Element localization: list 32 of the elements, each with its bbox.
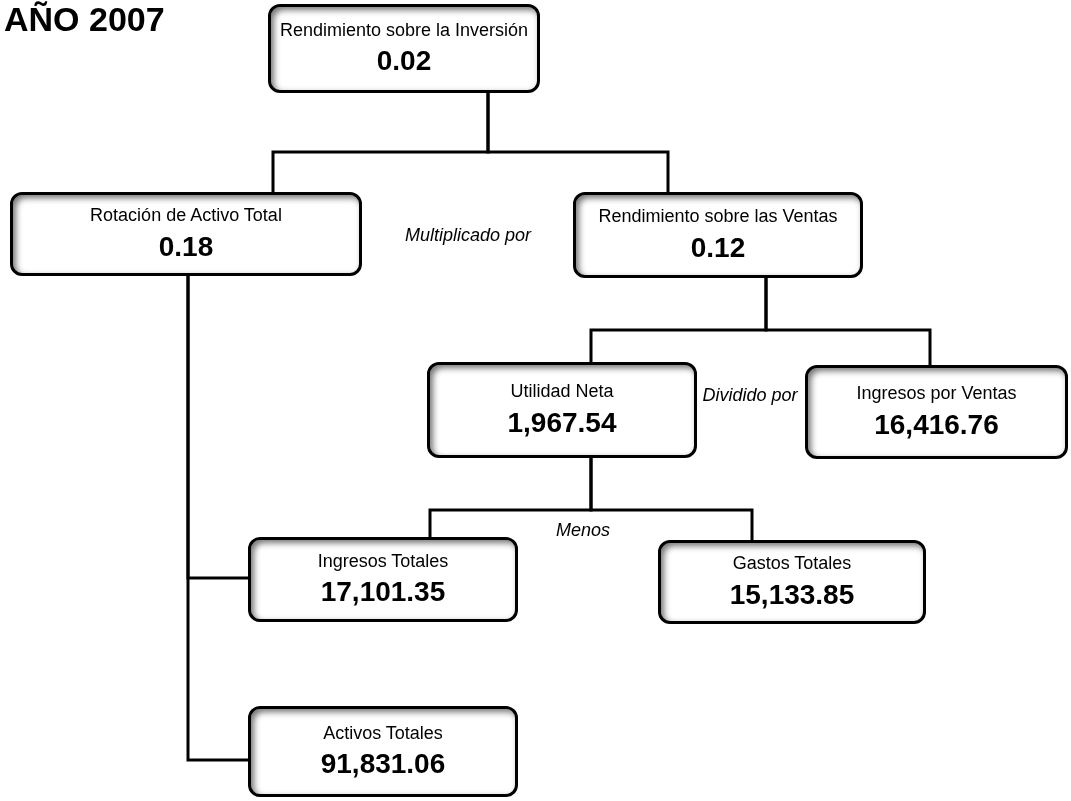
box-heading: Activos Totales <box>323 722 443 744</box>
value-box <box>573 192 863 278</box>
box-heading: Utilidad Neta <box>510 381 614 402</box>
operation-label: Menos <box>555 520 611 542</box>
connector-line <box>186 276 248 762</box>
box-value: 0.18 <box>158 231 214 263</box>
value-box <box>805 365 1068 459</box>
box-value: 15,133.85 <box>729 579 855 611</box>
box-heading: Rendimiento sobre la Inversión <box>279 19 529 41</box>
box-value: 0.12 <box>690 232 746 264</box>
value-box <box>658 540 926 624</box>
connector-line <box>486 93 670 192</box>
box-heading: Ingresos por Ventas <box>856 383 1017 404</box>
operation-label: Dividido por <box>701 385 799 407</box>
connector-line <box>589 458 754 540</box>
box-heading: Ingresos Totales <box>317 550 449 572</box>
box-heading: Gastos Totales <box>732 553 852 574</box>
box-value: 91,831.06 <box>320 749 446 781</box>
value-box <box>268 4 540 93</box>
value-box <box>10 192 362 276</box>
value-box <box>427 362 697 458</box>
box-value: 0.02 <box>376 46 432 78</box>
connector-line <box>764 278 932 365</box>
box-value: 16,416.76 <box>874 409 999 441</box>
operation-label: Multiplicado por <box>403 225 533 247</box>
box-value: 17,101.35 <box>320 577 446 609</box>
value-box <box>248 537 518 622</box>
box-heading: Rendimiento sobre las Ventas <box>598 206 838 227</box>
box-value: 1,967.54 <box>507 407 617 439</box>
box-heading: Rotación de Activo Total <box>90 205 282 226</box>
value-box <box>248 706 518 797</box>
diagram-title: AÑO 2007 <box>4 2 165 36</box>
